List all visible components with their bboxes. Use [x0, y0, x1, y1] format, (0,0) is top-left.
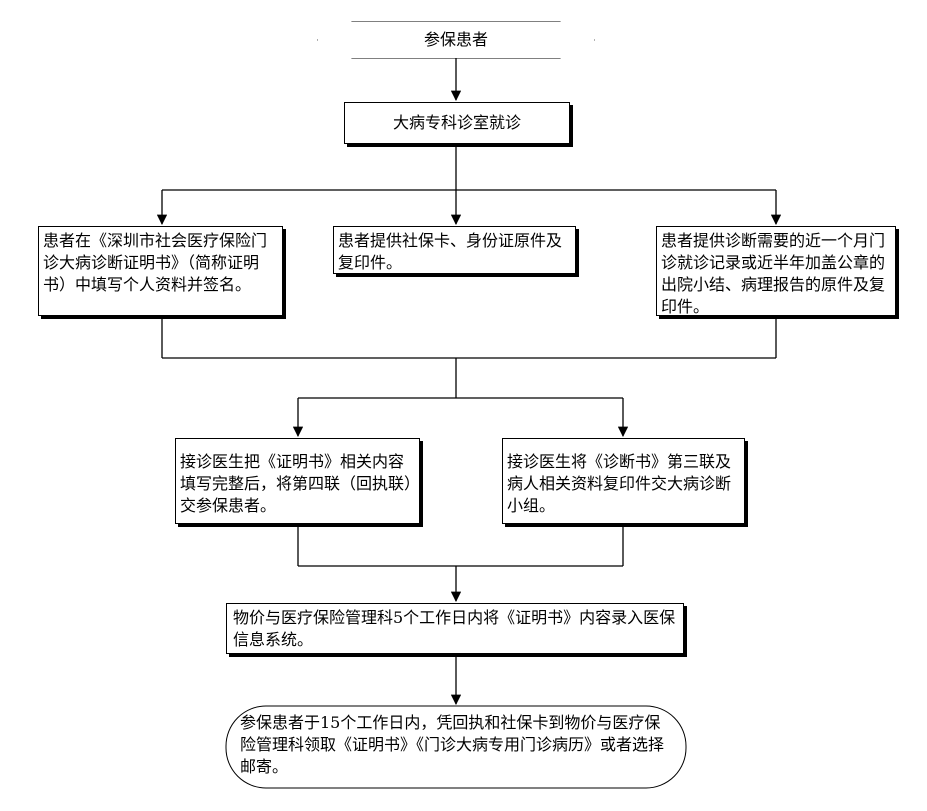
node-patient-records: 患者提供诊断需要的近一个月门诊就诊记录或近半年加盖公章的出院小结、病理报告的原件… [656, 226, 896, 316]
node-patient-fill: 患者在《深圳市社会医疗保险门诊大病诊断证明书》（简称证明书）中填写个人资料并签名… [38, 226, 283, 316]
node-price-dept: 物价与医疗保险管理科5个工作日内将《证明书》内容录入医保信息系统。 [226, 603, 684, 654]
node-patient-cards: 患者提供社保卡、身份证原件及复印件。 [333, 226, 576, 274]
node-clinic-label: 大病专科诊室就诊 [392, 113, 521, 132]
node-start-label: 参保患者 [318, 22, 594, 58]
end-terminal-shape [225, 705, 687, 789]
node-clinic: 大病专科诊室就诊 [344, 102, 570, 144]
node-doctor-diagnosis: 接诊医生将《诊断书》第三联及病人相关资料复印件交大病诊断小组。 [502, 438, 745, 524]
node-doctor-certificate: 接诊医生把《证明书》相关内容填写完整后，将第四联（回执联）交参保患者。 [175, 438, 420, 524]
node-end-label: 参保患者于15个工作日内，凭回执和社保卡到物价与医疗保险管理科领取《证明书》《门… [240, 713, 665, 776]
